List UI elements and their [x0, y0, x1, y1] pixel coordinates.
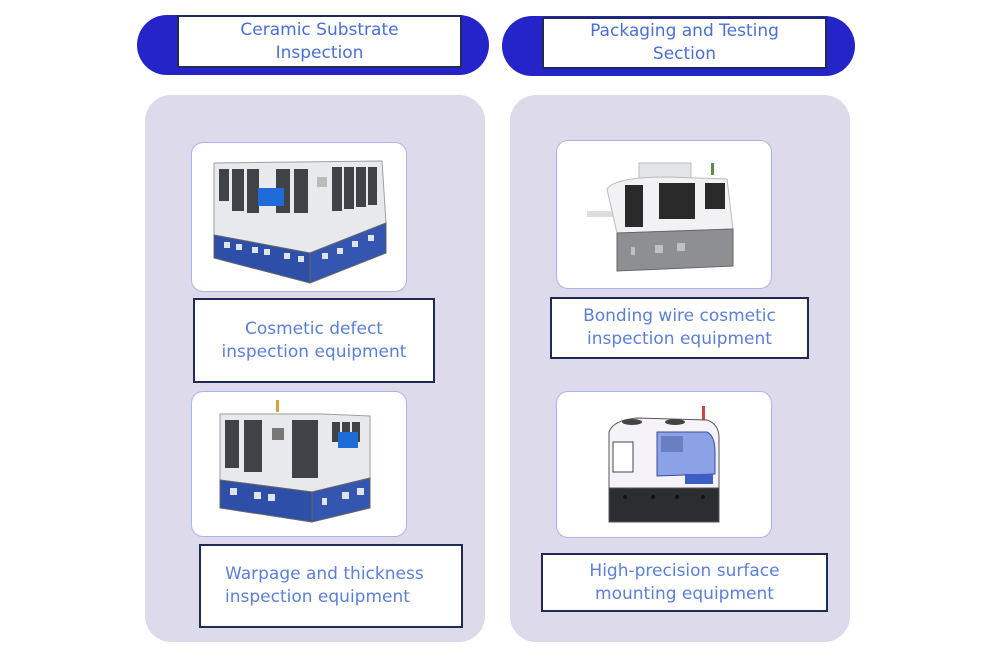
equipment-label-warpage-thickness: Warpage and thickness inspection equipme… [199, 544, 463, 628]
machine-illustration [608, 406, 720, 523]
label-line1: Bonding wire cosmetic [583, 306, 776, 326]
label-line1: Cosmetic defect [244, 318, 383, 339]
equipment-label-surface-mounting: High-precision surface mounting equipmen… [541, 553, 828, 612]
machine-illustration [213, 160, 387, 284]
section-title-packaging: Packaging and Testing Section [542, 17, 827, 69]
label-line1: High-precision surface [589, 560, 780, 581]
label-line2: inspection equipment [225, 587, 410, 607]
label-line2: inspection equipment [221, 341, 407, 362]
label-line1: Warpage and thickness [225, 564, 424, 584]
equipment-label-cosmetic-defect: Cosmetic defect inspection equipment [193, 298, 435, 383]
section-title-line1: Packaging and Testing [590, 21, 779, 41]
equipment-photo-warpage-thickness [191, 391, 407, 537]
equipment-photo-cosmetic-defect [191, 142, 407, 292]
machine-illustration [219, 400, 371, 523]
section-title-ceramic: Ceramic Substrate Inspection [177, 15, 462, 68]
equipment-label-bonding-wire: Bonding wire cosmetic inspection equipme… [550, 297, 809, 359]
label-line2: mounting equipment [595, 583, 774, 604]
machine-illustration [587, 162, 734, 272]
label-line2: inspection equipment [587, 329, 772, 349]
section-title-line2: Inspection [275, 42, 364, 63]
section-title-line1: Ceramic Substrate [240, 19, 399, 40]
equipment-photo-bonding-wire [556, 140, 772, 289]
section-title-line2: Section [652, 44, 717, 64]
equipment-photo-surface-mounting [556, 391, 772, 538]
